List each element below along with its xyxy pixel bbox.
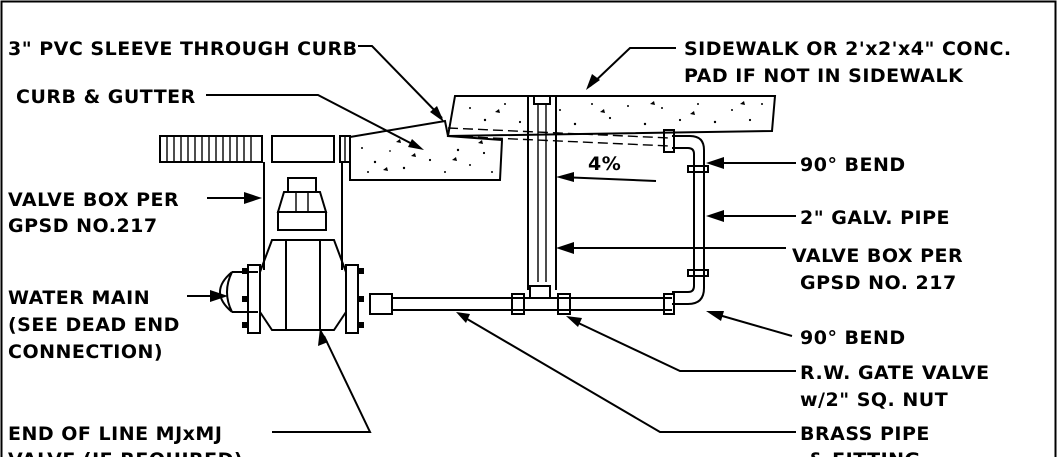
curb-gutter-concrete — [349, 119, 504, 181]
valve-box-left-line2: GPSD NO.217 — [8, 215, 158, 237]
pvc-sleeve — [447, 127, 671, 139]
curb-hatch-lines — [166, 136, 252, 162]
sidewalk-label-line2: PAD IF NOT IN SIDEWALK — [684, 65, 964, 87]
leader-arrowheads — [210, 74, 724, 346]
valve-box-left-line1: VALVE BOX PER — [8, 189, 179, 211]
end-of-line-line1: END OF LINE MJxMJ — [8, 423, 222, 445]
bend-top-label: 90° BEND — [800, 154, 906, 176]
leader-lines — [187, 45, 796, 433]
labels: 3" PVC SLEEVE THROUGH CURB CURB & GUTTER… — [8, 38, 1012, 457]
sidewalk-label-line1: SIDEWALK OR 2'x2'x4" CONC. — [684, 38, 1012, 60]
sidewalk-concrete — [446, 95, 777, 138]
pvc-sleeve-label: 3" PVC SLEEVE THROUGH CURB — [8, 38, 358, 60]
service-valve-box — [527, 95, 557, 290]
gate-valve-line1: R.W. GATE VALVE — [800, 362, 990, 384]
water-main-pipe — [219, 239, 364, 334]
left-valve-box — [263, 162, 343, 270]
valve-box-right-line1: VALVE BOX PER — [792, 245, 963, 267]
galvanized-pipe-loop — [663, 129, 709, 305]
end-of-line-line2: VALVE (IF REQUIRED) — [8, 449, 243, 457]
brass-pipe-line1: BRASS PIPE — [800, 423, 930, 445]
slope-label: 4% — [588, 153, 621, 175]
bend-bottom-label: 90° BEND — [800, 327, 906, 349]
curb-hatch-block — [159, 135, 263, 163]
valve-box-right-line2: GPSD NO. 217 — [800, 272, 957, 294]
gate-valve-line2: w/2" SQ. NUT — [800, 389, 948, 411]
brass-service-pipe — [369, 285, 675, 315]
water-main-line1: WATER MAIN — [8, 287, 150, 309]
sidewalk-concrete-stipple — [469, 101, 763, 126]
brass-pipe-line2: & FITTING — [808, 449, 921, 457]
water-main-line2: (SEE DEAD END — [8, 314, 180, 336]
water-main-line3: CONNECTION) — [8, 341, 163, 363]
galv-pipe-label: 2" GALV. PIPE — [800, 207, 950, 229]
slope-arrow — [556, 172, 657, 182]
curb-gutter-label: CURB & GUTTER — [16, 86, 196, 108]
valve-box-lid-opening — [271, 135, 335, 163]
